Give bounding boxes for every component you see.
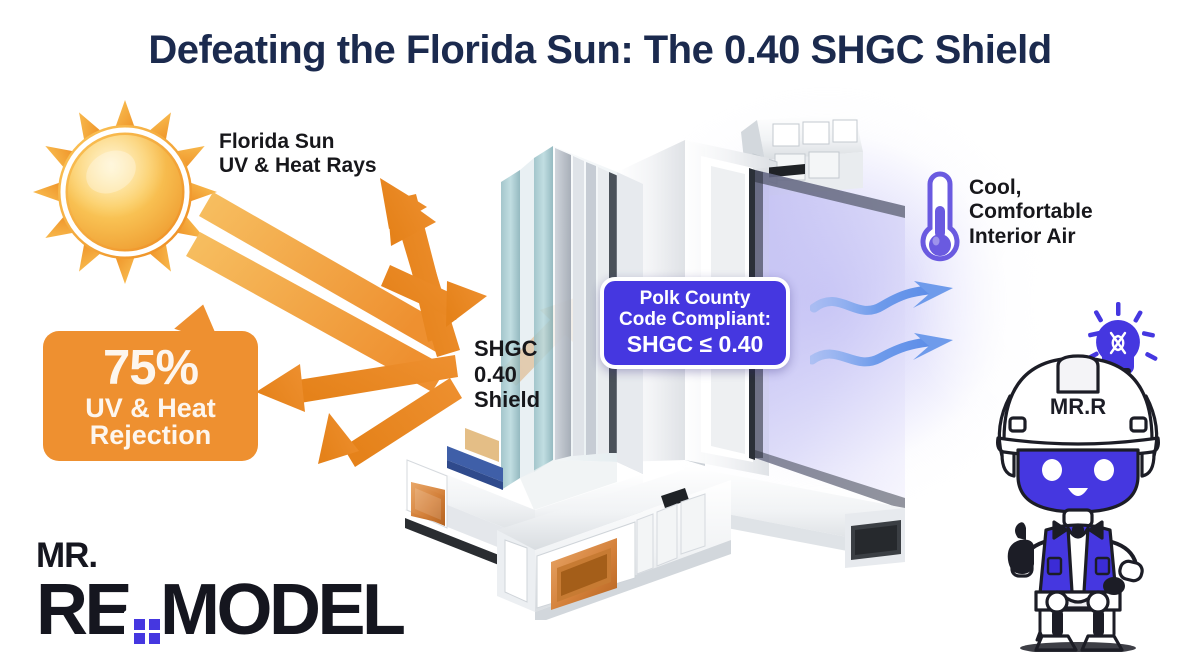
wavy-arrow-icon <box>810 281 953 367</box>
logo-model: MODEL <box>160 570 406 650</box>
brand-logo: MR. RE MODEL <box>36 538 486 648</box>
shield-label-line3: Shield <box>474 387 541 413</box>
logo-re: RE <box>36 570 133 650</box>
compliance-line2: Code Compliant: <box>619 309 771 331</box>
interior-label-line3: Interior Air <box>969 224 1076 248</box>
sun-label: Florida Sun UV & Heat Rays <box>219 130 377 179</box>
reflected-arrow-down-left <box>318 378 462 467</box>
shield-label-line1: SHGC <box>474 336 538 361</box>
sun-icon <box>33 100 217 284</box>
house-window-icon <box>124 593 170 645</box>
rejection-percent: 75% <box>102 340 199 395</box>
code-compliance-badge: Polk County Code Compliant: SHGC ≤ 0.40 <box>600 277 790 369</box>
airflow-arrow-1 <box>810 281 953 315</box>
thermometer-icon <box>916 168 964 272</box>
compliance-line1: Polk County <box>639 287 751 309</box>
interior-label-line1: Cool, <box>969 176 1022 199</box>
shield-label-line2: 0.40 <box>474 361 517 387</box>
sun-label-line2: UV & Heat Rays <box>219 154 377 178</box>
interior-air-label: Cool, Comfortable Interior Air <box>969 176 1093 249</box>
sill-profile-cutaway <box>685 466 905 568</box>
airflow-arrow-2 <box>810 333 953 367</box>
incoming-ray-2 <box>186 232 447 392</box>
helmet-label: MR.R <box>1050 394 1106 419</box>
mr-remodel-robot-mascot: MR.R <box>996 302 1160 652</box>
rejection-line2: Rejection <box>89 419 212 450</box>
interior-label-line2: Comfortable <box>969 200 1093 224</box>
sun-label-line1: Florida Sun <box>219 130 335 153</box>
rejection-line1: UV & Heat <box>85 392 216 423</box>
compliance-line3: SHGC ≤ 0.40 <box>626 331 764 358</box>
uv-heat-rejection-badge: 75% UV & Heat Rejection <box>43 331 258 461</box>
shgc-shield-label: SHGC 0.40 Shield <box>474 336 540 413</box>
bottom-sill-profile <box>497 466 731 620</box>
logo-mr: MR. <box>36 536 98 575</box>
page-title: Defeating the Florida Sun: The 0.40 SHGC… <box>148 28 1052 72</box>
incoming-ray-1 <box>199 192 452 352</box>
incident-arrow-into-glass <box>381 265 487 327</box>
reflected-arrow-left <box>256 355 458 412</box>
